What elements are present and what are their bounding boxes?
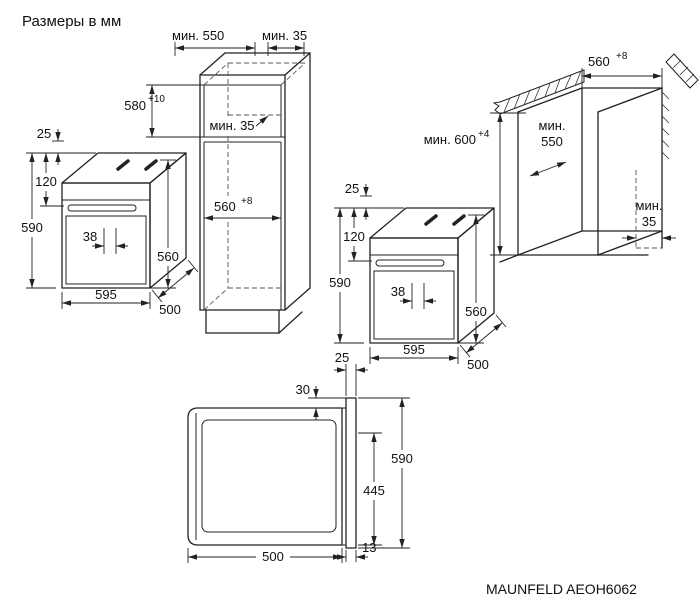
oven-left-labels: 590 120 25 38 560 595 500 — [21, 126, 181, 317]
dim-base-niche-height-lines — [490, 112, 526, 256]
dim-niche-height-tol: +10 — [148, 94, 165, 105]
dim-base-niche-height-tol: +4 — [478, 129, 490, 140]
dim-side-door-thickness: 25 — [335, 350, 349, 365]
dim-niche-height-lines — [146, 84, 204, 138]
countertop-section — [492, 69, 585, 115]
dim-base-niche-height: мин. 600 — [424, 132, 476, 147]
oven-right-geometry — [334, 184, 506, 364]
base-cabinet-drawing: 560 +8 мин. 600 +4 мин. 550 мин. 35 — [424, 51, 699, 263]
dim-niche-width: 560 — [214, 199, 236, 214]
tall-cabinet-outline — [199, 52, 311, 334]
dim-cabinet-rear-gap-lines — [267, 42, 305, 56]
dim-oven-depth: 500 — [467, 357, 489, 372]
dim-shelf-gap: мин. 35 — [209, 118, 254, 133]
dim-oven-top-clearance: 25 — [345, 181, 359, 196]
dim-oven-panel-height: 120 — [343, 229, 365, 244]
wall-section — [661, 53, 699, 160]
dim-oven-width: 595 — [95, 287, 117, 302]
side-view-drawing: 25 30 590 445 500 13 — [187, 350, 413, 564]
dim-side-height: 590 — [391, 451, 413, 466]
dim-oven-height: 590 — [21, 220, 43, 235]
dim-cabinet-depth-lines — [174, 42, 256, 56]
page-title: Размеры в мм — [22, 13, 121, 30]
dim-side-depth: 500 — [262, 549, 284, 564]
base-cabinet-hidden-edges — [635, 170, 662, 249]
dim-niche-height: 580 — [124, 98, 146, 113]
dim-cabinet-rear-gap: мин. 35 — [262, 28, 307, 43]
dim-niche-width-tol: +8 — [241, 196, 253, 207]
dim-side-bottom-gap: 13 — [362, 540, 376, 555]
dim-base-rear-gap-label2: 35 — [642, 214, 656, 229]
dim-base-depth-arrow — [529, 161, 567, 177]
oven-right-labels: 590 120 25 38 560 595 500 — [329, 181, 489, 372]
dim-oven-handle-offset: 38 — [391, 284, 405, 299]
dim-oven-top-clearance: 25 — [37, 126, 51, 141]
dim-oven-handle-offset: 38 — [83, 229, 97, 244]
dim-cabinet-depth: мин. 550 — [172, 28, 224, 43]
dim-oven-body-height: 560 — [465, 304, 487, 319]
dim-base-rear-gap-label1: мин. — [636, 198, 663, 213]
tall-cabinet-interior — [200, 84, 285, 310]
dim-base-niche-width-tol: +8 — [616, 51, 628, 62]
dim-base-niche-width-lines — [581, 68, 663, 88]
model-label: MAUNFELD AEOH6062 — [486, 581, 637, 597]
tall-cabinet-hidden-edges — [203, 62, 306, 311]
dim-oven-body-height: 560 — [157, 249, 179, 264]
oven-drawing-geometry — [26, 129, 199, 309]
dim-shelf-gap-arrow — [255, 115, 269, 127]
dim-base-niche-width: 560 — [588, 54, 610, 69]
base-cabinet-niche — [499, 87, 663, 263]
dim-oven-panel-height: 120 — [35, 174, 57, 189]
dim-side-top-inset: 30 — [296, 382, 310, 397]
dim-base-depth-label2: 550 — [541, 134, 563, 149]
dim-side-mount-height: 445 — [363, 483, 385, 498]
dim-oven-height: 590 — [329, 275, 351, 290]
side-view-dim-lines — [187, 364, 410, 563]
dim-oven-width: 595 — [403, 342, 425, 357]
tall-cabinet-drawing: мин. 550 мин. 35 580 +10 мин. 35 560 +8 — [124, 28, 311, 334]
dim-base-depth-label1: мин. — [539, 118, 566, 133]
dim-oven-depth: 500 — [159, 302, 181, 317]
